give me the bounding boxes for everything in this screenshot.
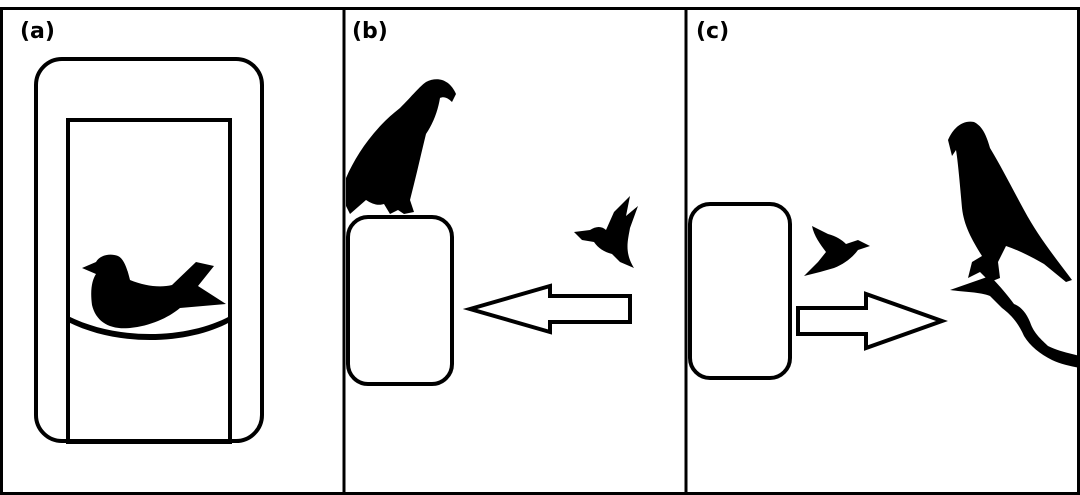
nest-box-b	[346, 215, 454, 386]
songbird-silhouette-icon	[82, 254, 226, 329]
arrow-right-icon	[796, 291, 948, 351]
figure-border	[0, 7, 1080, 495]
panel-c: (c)	[688, 19, 1080, 380]
panel-b-label: (b)	[352, 19, 388, 44]
flying-bird-silhouette-icon	[804, 226, 870, 276]
panel-c-label: (c)	[696, 19, 729, 44]
perch-line	[68, 316, 230, 341]
panel-a-label: (a)	[20, 19, 55, 44]
hawk-silhouette-icon	[948, 121, 1072, 282]
nest-box-c	[688, 202, 792, 380]
arrow-left-icon	[462, 283, 632, 335]
hawk-silhouette-icon	[346, 79, 456, 214]
panel-a: (a)	[20, 19, 264, 444]
nest-box-inner-frame	[66, 118, 232, 444]
flying-bird-silhouette-icon	[574, 196, 638, 268]
panel-b: (b)	[346, 19, 638, 386]
branch	[950, 276, 1080, 368]
